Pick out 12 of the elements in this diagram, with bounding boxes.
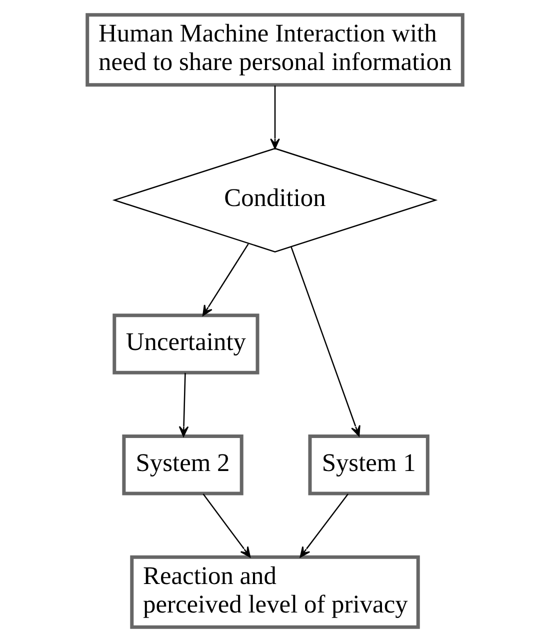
arrow	[178, 372, 189, 437]
arrow	[202, 244, 249, 316]
arrow	[202, 494, 251, 558]
arrow	[290, 246, 360, 436]
node-box: System 1	[308, 434, 430, 496]
arrow	[300, 494, 349, 558]
arrow	[270, 86, 280, 150]
node-box: System 2	[122, 434, 244, 496]
node-box: Uncertainty	[112, 314, 260, 374]
node-diamond: Condition	[112, 148, 438, 252]
node-box: Human Machine Interaction with need to share personal information	[86, 13, 464, 87]
node-box: Reaction and perceived level of privacy	[130, 555, 420, 629]
